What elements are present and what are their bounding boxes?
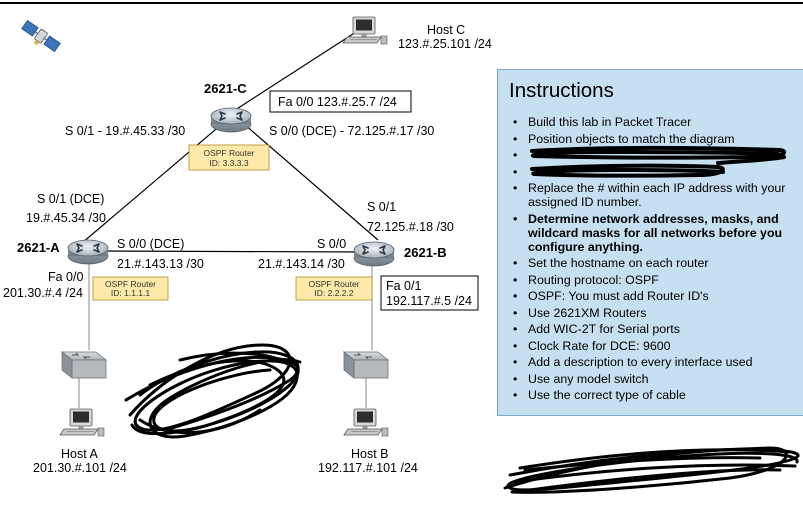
instruction-item-redacted — [513, 165, 803, 179]
instruction-item: Use 2621XM Routers — [513, 306, 803, 320]
router-c-fa00: Fa 0/0 123.#.25.7 /24 — [278, 95, 397, 109]
satellite-icon — [21, 19, 61, 53]
router-a-s00-name: S 0/0 (DCE) — [117, 237, 184, 251]
router-b-s00-ip: 21.#.143.14 /30 — [258, 257, 345, 271]
host-a-ip: 201.30.#.101 /24 — [33, 461, 127, 475]
router-c-icon — [210, 107, 252, 133]
instruction-item: Use the correct type of cable — [513, 388, 803, 402]
svg-text:OSPF Router: OSPF Router — [308, 279, 359, 289]
instruction-item: Position objects to match the diagram — [513, 132, 803, 146]
redaction-scribble-instructions — [530, 145, 786, 178]
link-c-hostc — [231, 31, 357, 113]
ospf-box-c: OSPF Router ID: 3.3.3.3 — [188, 144, 270, 171]
host-b-ip: 192.117.#.101 /24 — [318, 461, 418, 475]
router-b-icon — [353, 241, 395, 267]
instruction-item: Add WIC-2T for Serial ports — [513, 322, 803, 336]
svg-text:ID: 1.1.1.1: ID: 1.1.1.1 — [111, 288, 150, 298]
router-c-s01: S 0/1 - 19.#.45.33 /30 — [65, 124, 185, 138]
instruction-item-redacted — [513, 148, 803, 162]
instructions-list: Build this lab in Packet Tracer Position… — [498, 115, 803, 402]
router-a-s00-ip: 21.#.143.13 /30 — [117, 257, 204, 271]
router-a-s01-ip: 19.#.45.34 /30 — [26, 211, 106, 225]
host-c-name: Host C — [427, 23, 465, 37]
instruction-item: Set the hostname on each router — [513, 256, 803, 270]
switch-a-icon — [61, 351, 107, 379]
ospf-box-a: OSPF Router ID: 1.1.1.1 — [92, 276, 169, 301]
instruction-item-bold: Determine network addresses, masks, and … — [513, 212, 803, 254]
switch-b-icon — [343, 351, 389, 379]
host-c-pc-icon — [342, 16, 388, 45]
ospf-box-b: OSPF Router ID: 2.2.2.2 — [295, 276, 373, 301]
host-a-name: Host A — [61, 447, 98, 461]
router-b-fa01-name: Fa 0/1 — [386, 279, 421, 293]
redaction-scribble-right — [503, 446, 800, 494]
instruction-item: Add a description to every interface use… — [513, 355, 803, 369]
router-b-s01-name: S 0/1 — [367, 200, 396, 214]
router-b-name: 2621-B — [404, 245, 447, 260]
router-a-icon — [67, 239, 109, 265]
host-b-pc-icon — [343, 408, 389, 437]
router-a-fa00-ip: 201.30.#.4 /24 — [3, 286, 83, 300]
router-a-s01-name: S 0/1 (DCE) — [37, 192, 104, 206]
svg-text:ID: 3.3.3.3: ID: 3.3.3.3 — [209, 158, 248, 168]
svg-text:OSPF Router: OSPF Router — [203, 148, 254, 158]
instructions-title: Instructions — [509, 79, 614, 102]
host-c-ip: 123.#.25.101 /24 — [398, 37, 492, 51]
link-c-b — [243, 123, 379, 241]
links — [78, 31, 379, 408]
top-rule — [0, 2, 803, 4]
router-c-name: 2621-C — [204, 81, 247, 96]
instruction-item: Replace the # within each IP address wit… — [513, 181, 803, 209]
router-b-s00-name: S 0/0 — [317, 237, 346, 251]
host-b-name: Host B — [351, 447, 389, 461]
router-b-s01-ip: 72.125.#.18 /30 — [367, 220, 454, 234]
fa01-b-box — [380, 275, 479, 311]
router-b-fa01-ip: 192.117.#.5 /24 — [386, 294, 472, 308]
instruction-item: Build this lab in Packet Tracer — [513, 115, 803, 129]
instructions-panel: Instructions Build this lab in Packet Tr… — [497, 69, 803, 416]
svg-text:OSPF Router: OSPF Router — [105, 279, 156, 289]
instruction-item: Clock Rate for DCE: 9600 — [513, 339, 803, 353]
fa00-c-box — [269, 90, 412, 113]
host-a-pc-icon — [59, 408, 105, 437]
router-a-name: 2621-A — [17, 240, 60, 255]
router-a-fa00-name: Fa 0/0 — [48, 270, 83, 284]
link-a-b — [93, 250, 369, 253]
router-c-s00: S 0/0 (DCE) - 72.125.#.17 /30 — [269, 124, 434, 138]
instruction-item: Routing protocol: OSPF — [513, 273, 803, 287]
instruction-item: Use any model switch — [513, 372, 803, 386]
link-c-a — [81, 123, 223, 244]
redaction-scribble-center — [124, 343, 302, 439]
instruction-item: OSPF: You must add Router ID's — [513, 289, 803, 303]
svg-text:ID: 2.2.2.2: ID: 2.2.2.2 — [314, 288, 353, 298]
